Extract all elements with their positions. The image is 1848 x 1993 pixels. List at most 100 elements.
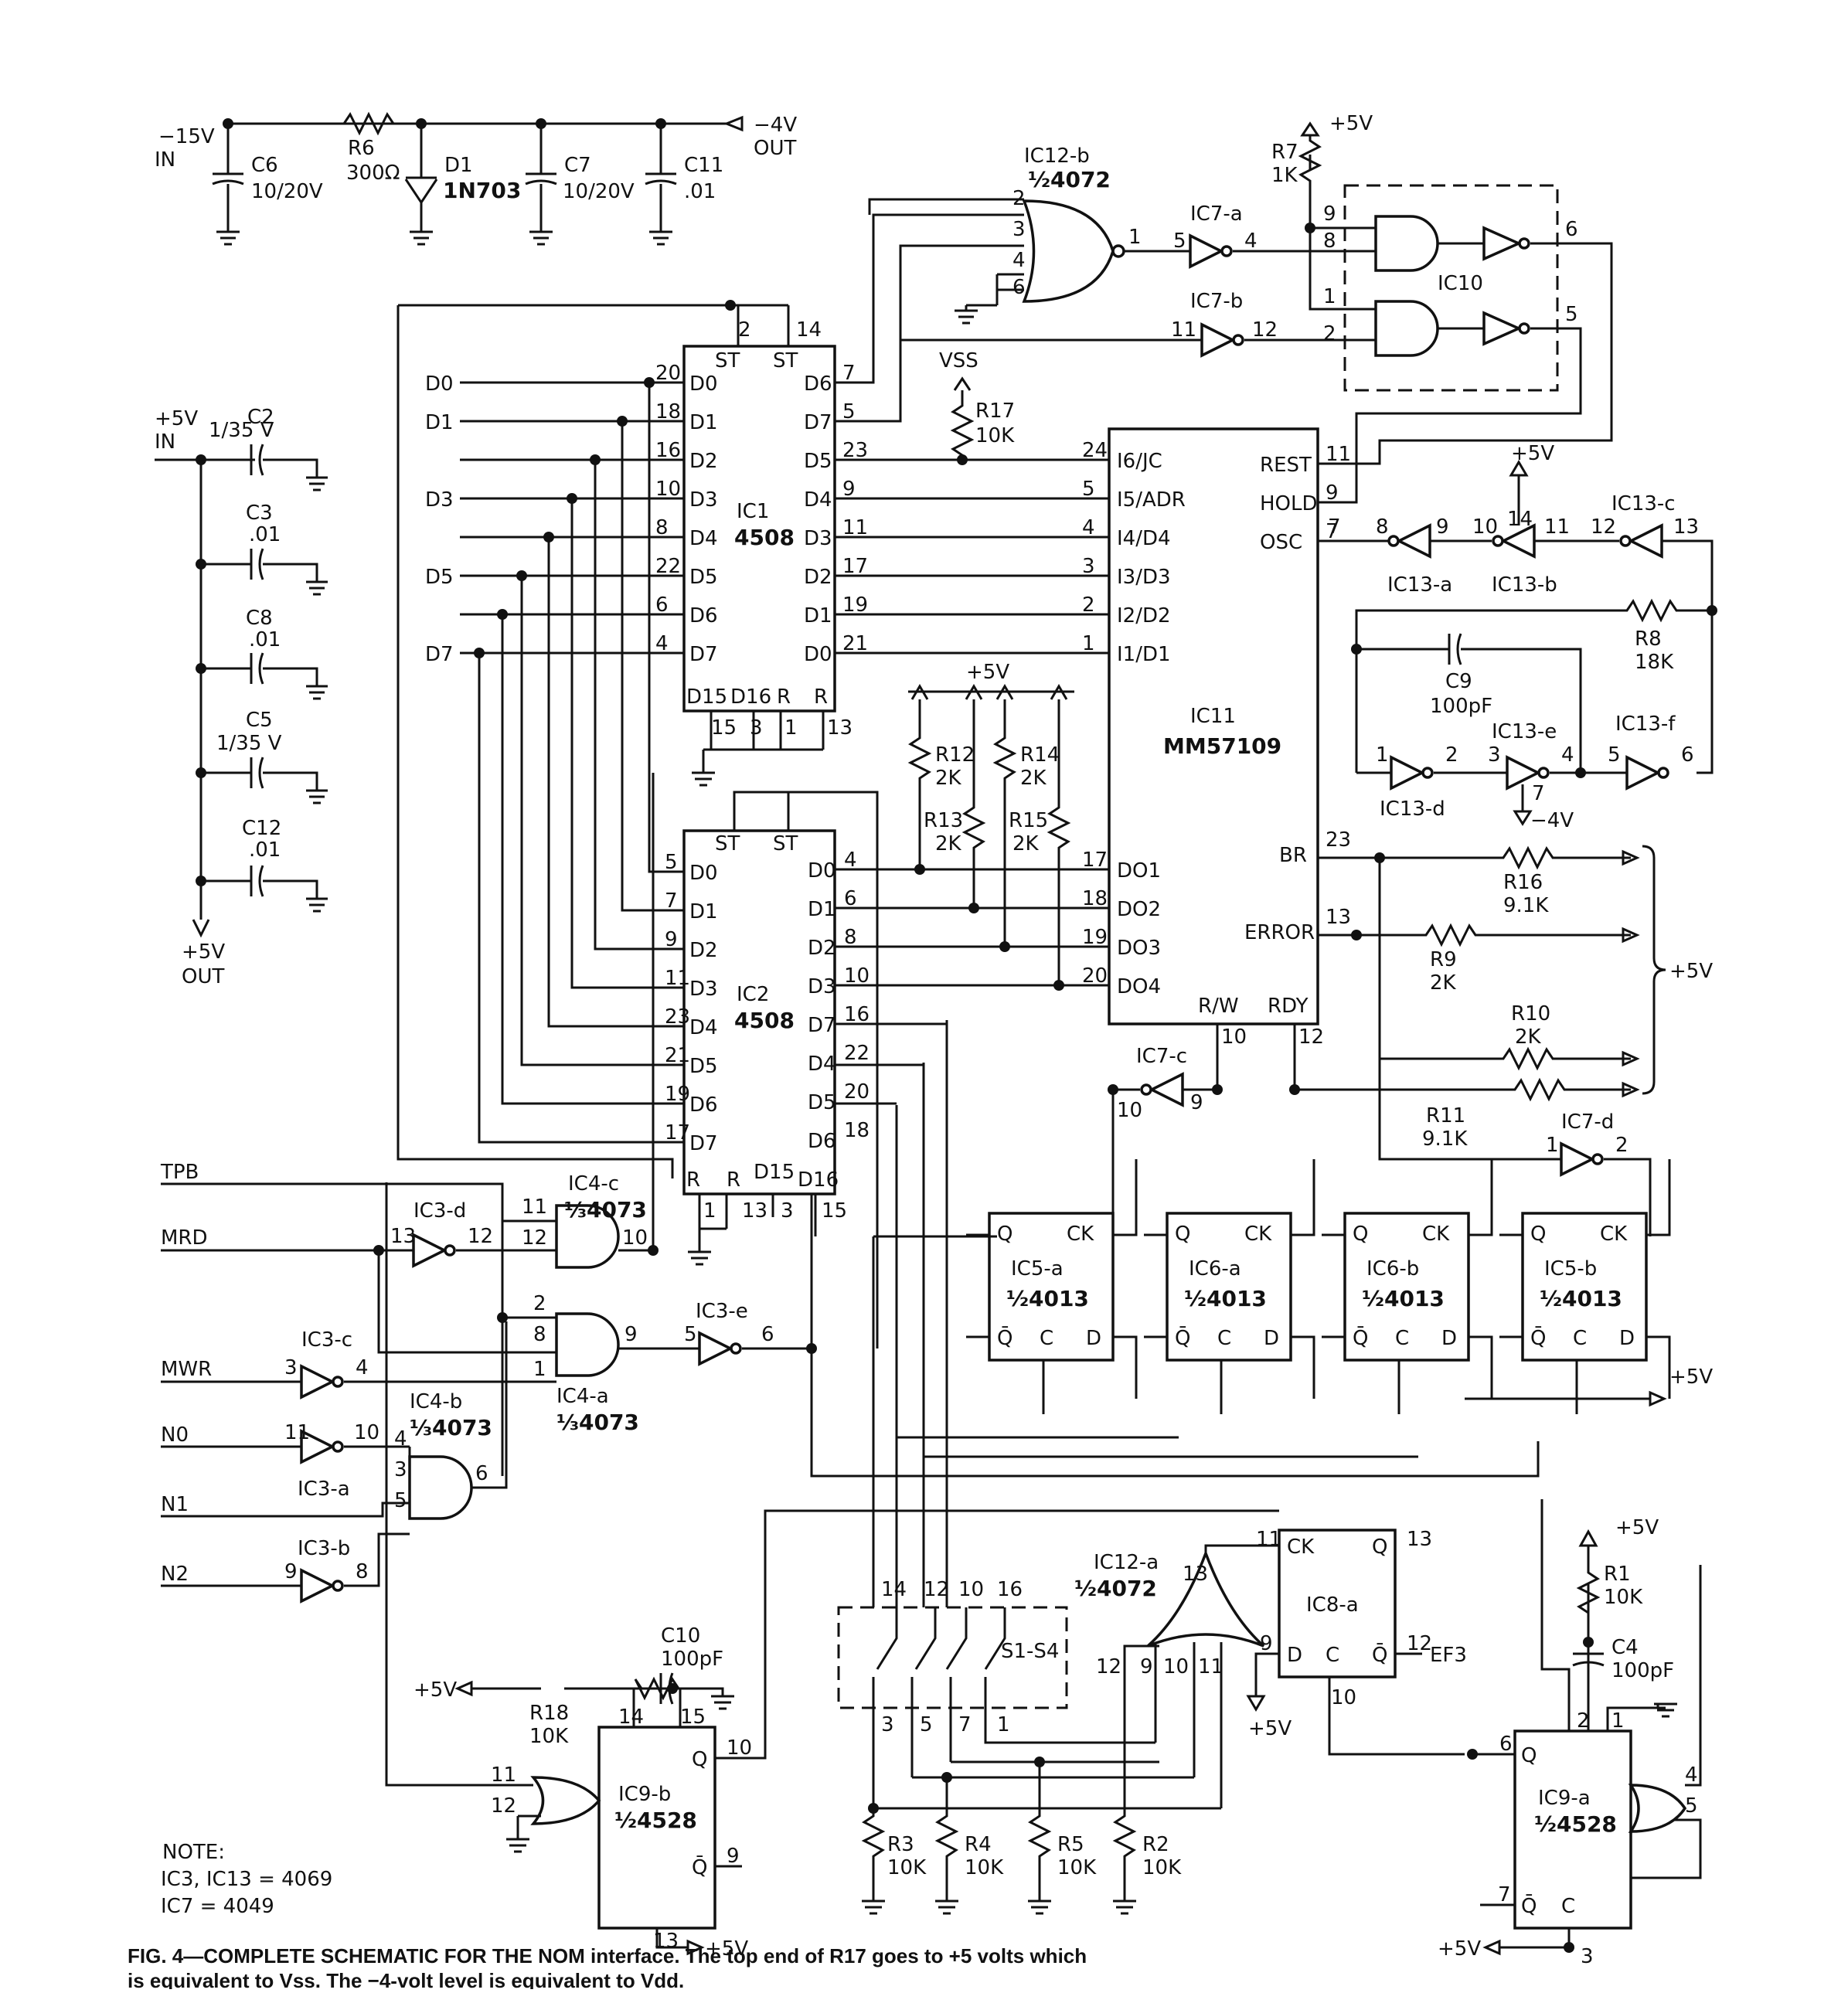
- ic11-input-pin-number: 4: [1082, 516, 1095, 539]
- r7-value: 1K: [1271, 164, 1298, 187]
- ic3c-name: IC3-c: [301, 1328, 352, 1352]
- plus5-ff-rail: [1465, 1390, 1667, 1407]
- ic13e-supply: −4V: [1530, 809, 1574, 832]
- c5-symbol: [196, 757, 328, 804]
- svg-text:4: 4: [394, 1427, 407, 1451]
- ic10-gates: IC10 98 12 65 +5V R7 1K: [1271, 112, 1613, 504]
- ic9b-name: IC9-b: [618, 1783, 671, 1806]
- ic2-right-pin-label: D7: [808, 1014, 836, 1037]
- data-bus-inputs: D0 D1 D3 D5 D7: [425, 372, 454, 666]
- c4-value: 100pF: [1611, 1659, 1674, 1682]
- signal-mwr: MWR: [161, 1358, 212, 1381]
- ic2-left-pin-label: D7: [689, 1132, 718, 1155]
- c3-label: C3: [246, 502, 273, 525]
- svg-text:ST: ST: [715, 832, 740, 855]
- ic2-right-pin-label: D3: [808, 975, 836, 998]
- svg-text:2: 2: [1577, 1709, 1590, 1733]
- c7-value: 10/20V: [563, 180, 635, 203]
- svg-text:9: 9: [1190, 1091, 1203, 1114]
- ic7c-name: IC7-c: [1136, 1045, 1187, 1068]
- d1-value: 1N703: [443, 178, 521, 203]
- svg-text:5: 5: [920, 1713, 933, 1736]
- ic2-left-pin-label: D4: [689, 1016, 718, 1039]
- ic2-right-pin-label: D2: [808, 937, 836, 960]
- flipflop-wires: [1322, 1159, 1493, 1414]
- svg-text:Q̄: Q̄: [1521, 1893, 1537, 1918]
- svg-text:R: R: [814, 685, 828, 709]
- ic1-left-pin-label: D1: [689, 411, 718, 434]
- r6-value: 300Ω: [346, 162, 400, 185]
- flipflop-name: IC5-b: [1544, 1257, 1597, 1280]
- svg-text:10: 10: [1117, 1099, 1142, 1122]
- svg-text:4: 4: [1012, 249, 1026, 272]
- ic2-left-pin-label: D6: [689, 1093, 718, 1117]
- ic2-right-pin-number: 18: [844, 1119, 870, 1142]
- flipflop-pin-label: C: [1573, 1327, 1587, 1350]
- ic2-right-pin-label: D1: [808, 898, 836, 921]
- ic13c-name: IC13-c: [1611, 492, 1676, 515]
- svg-text:6: 6: [1499, 1733, 1513, 1756]
- svg-text:8: 8: [1323, 230, 1336, 253]
- svg-text:12: 12: [924, 1578, 949, 1601]
- svg-text:11: 11: [284, 1421, 310, 1444]
- pulldown-resistors: R3 10K R4 10K R5 10K R2 10K: [861, 1661, 1182, 1915]
- ic3b-name: IC3-b: [298, 1537, 350, 1560]
- ic11-input-pin-number: 2: [1082, 593, 1095, 617]
- ic1-right-pin-label: D6: [804, 372, 832, 396]
- svg-text:12: 12: [468, 1225, 493, 1248]
- c2-label: C2: [247, 406, 274, 429]
- flipflop-pin-label: CK: [1244, 1223, 1272, 1246]
- ic11-input-pin-label: I2/D2: [1117, 604, 1171, 627]
- ic11-input-pin-label: I3/D3: [1117, 566, 1171, 589]
- ic4b-part: ⅓4073: [410, 1415, 492, 1440]
- flipflop-pin-label: C: [1040, 1327, 1053, 1350]
- figure-caption-line2: is equivalent to Vss. The −4-volt level …: [128, 1969, 684, 1989]
- ic2-right-pin-number: 10: [844, 964, 870, 988]
- c11-label: C11: [684, 154, 723, 177]
- svg-text:3: 3: [750, 716, 763, 740]
- ic11-part: MM57109: [1163, 733, 1281, 759]
- ic1-right-pin-label: D0: [804, 643, 832, 666]
- ic4b-name: IC4-b: [410, 1390, 462, 1413]
- label-5v-out: +5V: [182, 940, 225, 964]
- r8-value: 18K: [1635, 651, 1674, 674]
- svg-text:15: 15: [711, 716, 737, 740]
- r1-label: R1: [1604, 1563, 1631, 1586]
- ic11-input-pin-label: I1/D1: [1117, 643, 1171, 666]
- svg-text:10: 10: [727, 1736, 752, 1760]
- c8-label: C8: [246, 607, 273, 630]
- r7-label: R7: [1271, 141, 1298, 164]
- svg-text:1: 1: [703, 1199, 716, 1223]
- ic1-part: 4508: [734, 525, 795, 550]
- ic11-error-num: 13: [1326, 906, 1351, 929]
- svg-text:14: 14: [1507, 508, 1533, 531]
- svg-text:D15: D15: [686, 685, 727, 709]
- r13-label: R13: [924, 809, 963, 832]
- ic11-body: [1108, 427, 1319, 1025]
- flipflop-pin-label: C: [1217, 1327, 1231, 1350]
- ic11-rdy-num: 12: [1298, 1025, 1324, 1049]
- svg-text:11: 11: [1198, 1655, 1223, 1678]
- r14-value: 2K: [1020, 767, 1047, 790]
- svg-text:8: 8: [533, 1323, 546, 1346]
- ic2-left-pin-label: D0: [689, 862, 718, 885]
- svg-text:10: 10: [958, 1578, 984, 1601]
- r6-symbol: [342, 111, 395, 136]
- r4-label: R4: [965, 1833, 992, 1856]
- svg-text:4: 4: [1561, 743, 1574, 767]
- ic2-right-pin-label: D0: [808, 859, 836, 883]
- ic11-input-pin-number: 24: [1082, 439, 1108, 462]
- svg-text:13: 13: [1183, 1563, 1208, 1586]
- signal-d5: D5: [425, 566, 454, 589]
- svg-text:11: 11: [522, 1195, 547, 1219]
- svg-text:5: 5: [684, 1323, 697, 1346]
- ic1-ground-wires: [703, 711, 825, 751]
- switch-name: S1-S4: [1001, 1640, 1059, 1663]
- ic11-input-pin-label: I6/JC: [1117, 450, 1162, 473]
- c11-value: .01: [684, 180, 716, 203]
